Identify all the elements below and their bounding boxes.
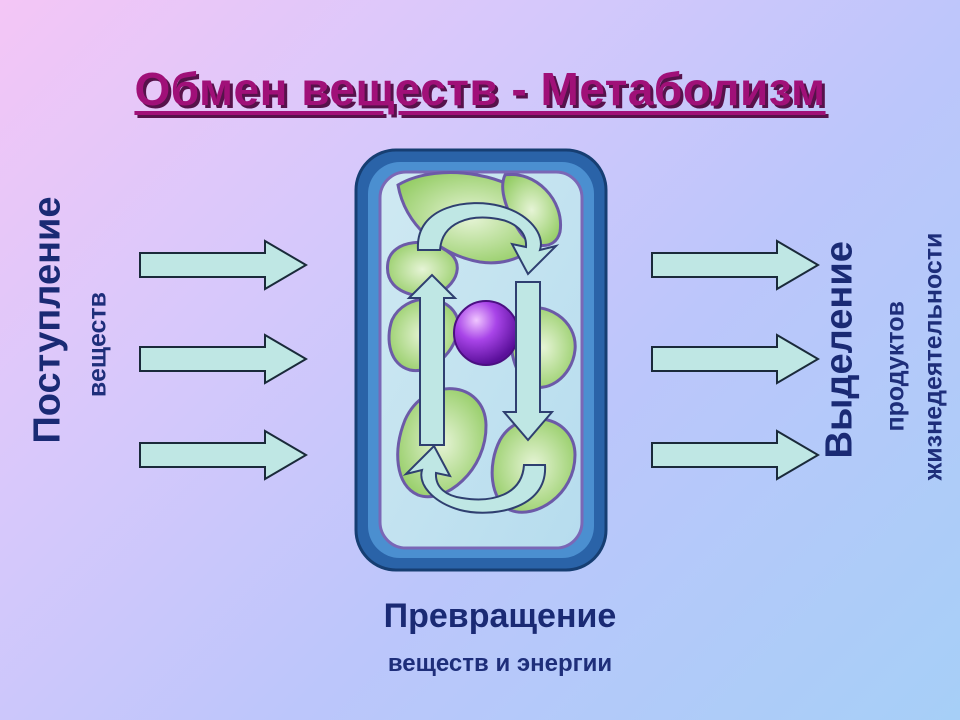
nucleus [453,300,519,366]
input-arrow-2 [139,333,308,385]
input-arrow-3 [139,429,308,481]
page-title: Обмен веществ - Метаболизм [134,63,826,115]
output-arrow-3 [651,429,820,481]
transformation-label: Превращение [383,597,617,635]
transformation-cycle-arrows [402,202,560,514]
output-arrow-2 [651,333,820,385]
output-arrow-1 [651,239,820,291]
plant-cell-illustration [354,148,608,572]
transformation-sublabel: веществ и энергии [387,650,613,677]
input-arrow-1 [139,239,308,291]
